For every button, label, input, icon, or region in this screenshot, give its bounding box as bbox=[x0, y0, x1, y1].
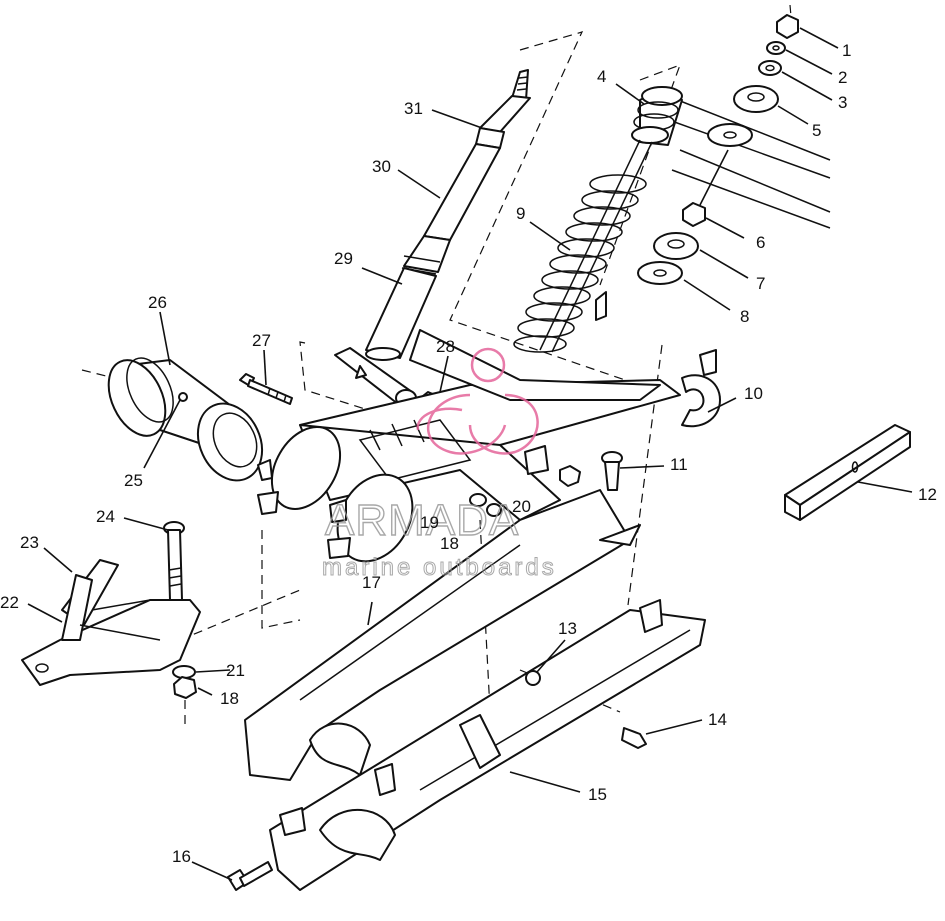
callout-3: 3 bbox=[838, 93, 847, 112]
callout-26: 26 bbox=[148, 293, 167, 312]
callout-24: 24 bbox=[96, 507, 115, 526]
shock-hardware bbox=[637, 14, 799, 285]
callout-20: 20 bbox=[512, 497, 531, 516]
callout-11: 11 bbox=[670, 455, 688, 474]
callout-4: 4 bbox=[597, 67, 606, 86]
callout-22: 22 bbox=[0, 593, 19, 612]
callout-23: 23 bbox=[20, 533, 39, 552]
callout-19: 19 bbox=[420, 513, 439, 532]
callout-6: 6 bbox=[756, 233, 765, 252]
callout-29: 29 bbox=[334, 249, 353, 268]
square-shaft-12 bbox=[784, 424, 911, 521]
callout-10: 10 bbox=[744, 384, 763, 403]
frame-rails bbox=[654, 94, 831, 229]
callout-25: 25 bbox=[124, 471, 143, 490]
strut-assembly bbox=[365, 69, 531, 361]
callout-5: 5 bbox=[812, 121, 821, 140]
callout-17: 17 bbox=[362, 573, 381, 592]
callout-1: 1 bbox=[842, 41, 851, 60]
callout-16: 16 bbox=[172, 847, 191, 866]
axle-tube-assembly bbox=[107, 357, 264, 482]
swing-arm-frame bbox=[257, 329, 721, 563]
armada-logo-icon bbox=[416, 347, 539, 455]
bolt-11 bbox=[601, 451, 623, 491]
callout-12: 12 bbox=[918, 485, 937, 504]
callout-14: 14 bbox=[708, 710, 727, 729]
callout-15: 15 bbox=[588, 785, 607, 804]
callout-7: 7 bbox=[756, 274, 765, 293]
callout-31: 31 bbox=[404, 99, 423, 118]
callout-18-lower: 18 bbox=[220, 689, 239, 708]
watermark-tagline: marine outboards bbox=[322, 554, 557, 581]
bolt-27 bbox=[239, 373, 293, 405]
callout-30: 30 bbox=[372, 157, 391, 176]
callout-18-upper: 18 bbox=[440, 534, 459, 553]
watermark-brand: ARMADA bbox=[325, 496, 519, 545]
callout-13: 13 bbox=[558, 619, 577, 638]
slide-rail-17 bbox=[244, 489, 641, 781]
callout-8: 8 bbox=[740, 307, 749, 326]
callout-27: 27 bbox=[252, 331, 271, 350]
fasteners bbox=[227, 670, 647, 891]
coil-spring bbox=[513, 174, 647, 353]
armada-watermark: ARMADA marine outboards bbox=[322, 347, 557, 582]
callout-2: 2 bbox=[838, 68, 847, 87]
callout-9: 9 bbox=[516, 204, 525, 223]
callout-28: 28 bbox=[436, 337, 455, 356]
lower-bracket bbox=[21, 521, 201, 699]
slide-rail-15 bbox=[269, 599, 706, 891]
callout-21: 21 bbox=[226, 661, 245, 680]
callout-labels: 1 2 3 4 5 6 7 8 9 10 11 12 13 14 15 16 1… bbox=[0, 41, 937, 866]
shock-spring-assembly bbox=[513, 86, 683, 353]
leader-lines bbox=[27, 27, 913, 881]
